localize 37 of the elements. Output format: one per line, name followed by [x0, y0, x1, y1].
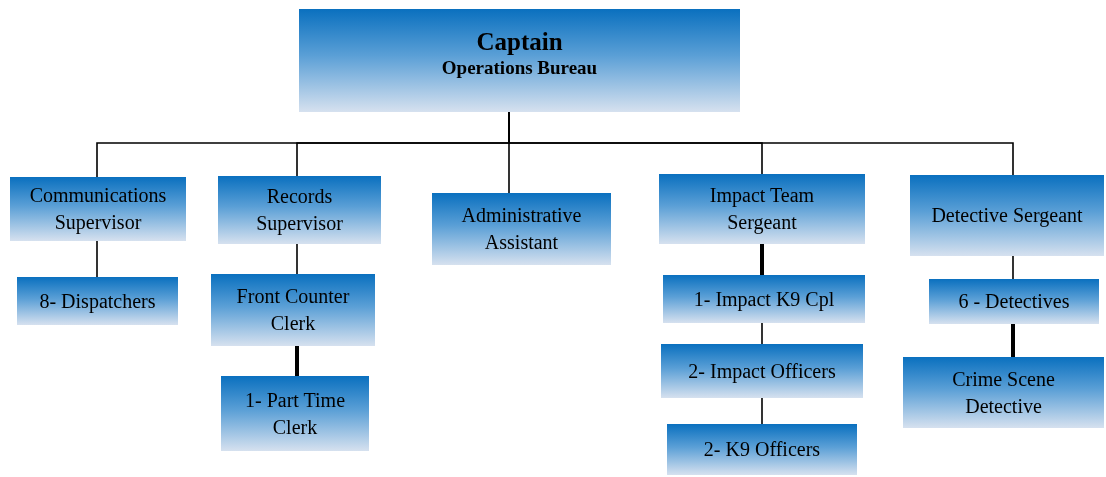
position-box	[910, 175, 1104, 256]
position-title: Detective Sergeant	[931, 203, 1083, 229]
position-title: Front Counter Clerk	[235, 284, 351, 336]
position-title: 1- Impact K9 Cpl	[693, 286, 835, 313]
connector-line	[761, 322, 763, 345]
position-title: 6 - Detectives	[958, 289, 1070, 314]
position-box	[299, 9, 740, 112]
position-subtitle: Operations Bureau	[441, 57, 598, 80]
position-title: 2- Impact Officers	[688, 358, 836, 385]
connector-line	[760, 244, 764, 275]
position-title: Records Supervisor	[255, 184, 344, 237]
position-title: 1- Part Time Clerk	[244, 387, 346, 440]
position-box	[17, 277, 178, 325]
position-title: 8- Dispatchers	[39, 288, 156, 315]
connector-line	[761, 397, 763, 425]
position-box	[667, 424, 857, 475]
position-title: Captain	[476, 27, 563, 57]
position-box	[10, 177, 186, 241]
position-title: Communications Supervisor	[28, 183, 168, 236]
connector-line	[295, 346, 299, 376]
connector-line	[1011, 324, 1015, 357]
position-box	[659, 174, 865, 244]
position-box	[903, 357, 1104, 428]
position-box	[929, 279, 1099, 324]
position-box	[663, 275, 865, 323]
position-box	[661, 344, 863, 398]
position-title: Crime Scene Detective	[951, 366, 1056, 419]
connector-line	[96, 240, 98, 278]
position-title: Administrative Assistant	[460, 203, 583, 255]
position-title: 2- K9 Officers	[703, 437, 821, 462]
position-box	[218, 176, 381, 244]
connector-line	[296, 243, 298, 275]
position-box	[432, 193, 611, 265]
position-box	[211, 274, 375, 346]
position-title: Impact Team Sergeant	[708, 183, 816, 236]
connector-line	[1012, 255, 1014, 280]
position-box	[221, 376, 369, 451]
